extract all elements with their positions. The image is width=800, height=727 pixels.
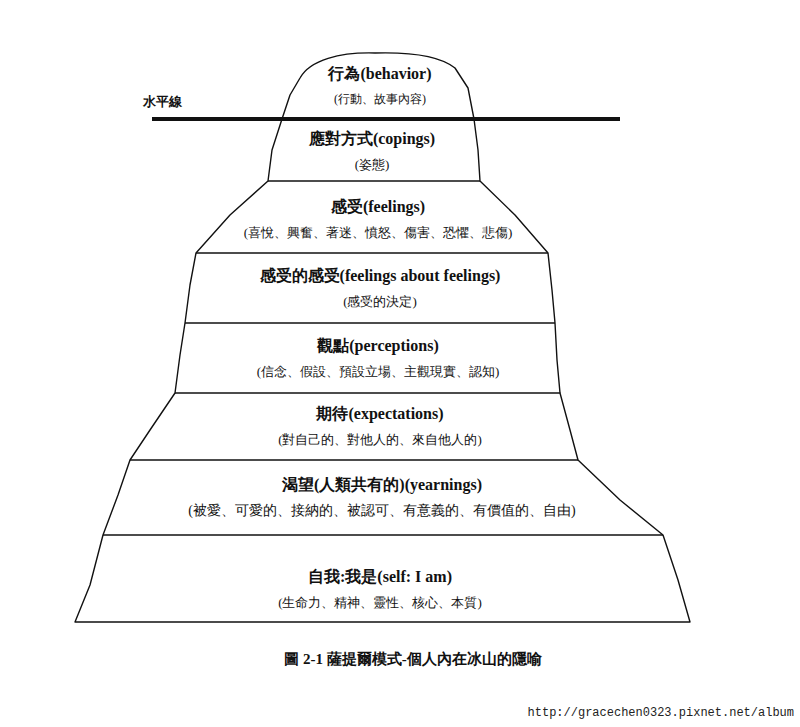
band-heading: 自我:我是(self: I am) — [308, 567, 452, 587]
band-divider — [130, 459, 578, 460]
band-examples: (行動、故事內容) — [334, 91, 426, 108]
iceberg-band: 感受的感受(feelings about feelings) (感受的決定) — [210, 258, 550, 318]
visible-tip-band: 行為(behavior) (行動、故事內容) — [300, 58, 460, 114]
iceberg-band: 應對方式(copings) (姿態) — [272, 124, 472, 178]
iceberg-shape — [75, 53, 690, 622]
band-heading: 行為(behavior) — [328, 64, 431, 84]
waterline-label: 水平線 — [143, 93, 182, 111]
band-examples: (感受的決定) — [343, 293, 417, 310]
iceberg-band: 自我:我是(self: I am) (生命力、精神、靈性、核心、本質) — [120, 560, 640, 618]
band-divider — [185, 322, 555, 323]
band-divider — [103, 534, 663, 535]
iceberg-band: 期待(expectations) (對自己的、對他人的、來自他人的) — [200, 396, 560, 456]
band-examples: (對自己的、對他人的、來自他人的) — [278, 431, 482, 448]
band-divider — [196, 252, 548, 253]
band-examples: (信念、假設、預設立場、主觀現實、認知) — [257, 363, 500, 380]
iceberg-band: 渴望(人類共有的)(yearnings) (被愛、可愛的、接納的、被認可、有意義的… — [147, 464, 617, 530]
band-heading: 期待(expectations) — [316, 404, 443, 424]
band-heading: 渴望(人類共有的)(yearnings) — [282, 475, 482, 495]
band-heading: 感受(feelings) — [331, 197, 425, 217]
band-examples: (喜悅、興奮、著迷、憤怒、傷害、恐懼、悲傷) — [244, 224, 513, 241]
band-divider — [268, 180, 480, 181]
band-examples: (姿態) — [355, 156, 390, 173]
band-examples: (生命力、精神、靈性、核心、本質) — [278, 594, 482, 611]
water-line — [152, 117, 620, 121]
band-heading: 觀點(perceptions) — [317, 336, 438, 356]
figure-caption: 圖 2-1 薩提爾模式-個人內在冰山的隱喻 — [284, 650, 542, 669]
band-heading: 感受的感受(feelings about feelings) — [260, 266, 501, 286]
band-examples: (被愛、可愛的、接納的、被認可、有意義的、有價值的、自由) — [188, 502, 575, 519]
watermark-url: http://gracechen0323.pixnet.net/album — [528, 706, 794, 720]
band-heading: 應對方式(copings) — [309, 129, 435, 149]
iceberg-band: 觀點(perceptions) (信念、假設、預設立場、主觀現實、認知) — [203, 328, 553, 388]
iceberg-band: 感受(feelings) (喜悅、興奮、著迷、憤怒、傷害、恐懼、悲傷) — [218, 190, 538, 248]
band-divider — [175, 392, 560, 393]
